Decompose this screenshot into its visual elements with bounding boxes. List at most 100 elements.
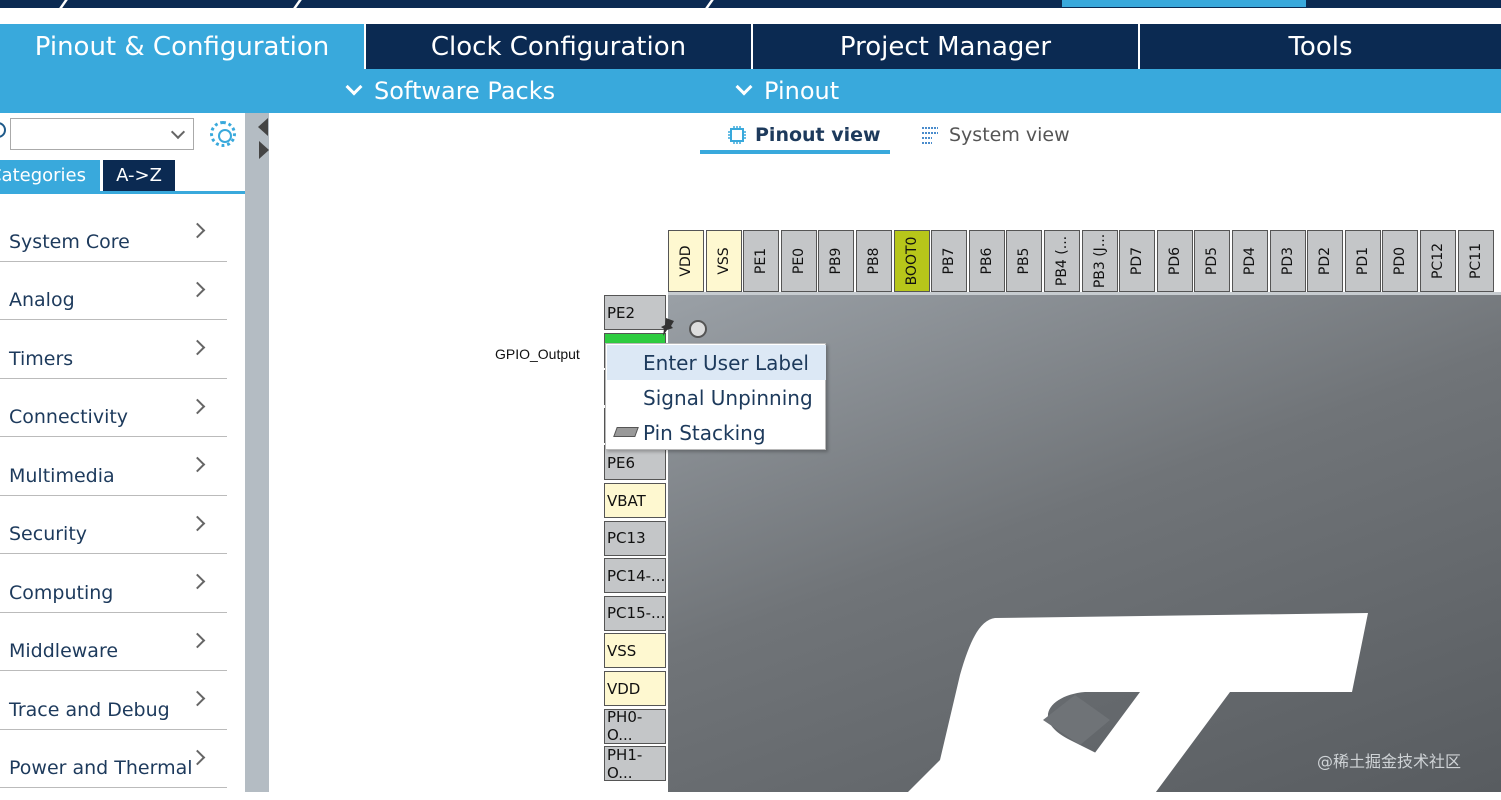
chevron-down-icon[interactable] [170, 124, 186, 140]
top-pin[interactable]: PC11 [1457, 230, 1494, 292]
category-system-core[interactable]: System Core [0, 203, 227, 262]
gear-icon[interactable] [210, 121, 236, 147]
pin-label: PB3 (J... [1091, 233, 1108, 289]
pin-label: PD4 [1242, 246, 1258, 276]
category-label: Power and Thermal [9, 757, 193, 779]
search-icon[interactable] [0, 122, 6, 138]
pin-label: PE1 [753, 247, 770, 275]
top-pin[interactable]: PC12 [1420, 230, 1456, 292]
search-combobox[interactable] [10, 118, 194, 150]
top-pin[interactable]: VSS [705, 230, 742, 292]
left-pin[interactable]: VSS [604, 633, 666, 669]
software-packs-menu[interactable]: Software Packs [345, 69, 556, 113]
chevron-right-icon [189, 222, 206, 239]
categories-sidebar: Categories A->Z System Core Analog Timer… [0, 113, 245, 792]
top-pin[interactable]: PB8 [856, 230, 892, 292]
expand-right-icon[interactable] [259, 141, 269, 159]
software-packs-label: Software Packs [374, 77, 556, 105]
category-trace-and-debug[interactable]: Trace and Debug [0, 671, 227, 730]
top-pin[interactable]: PB3 (J... [1081, 230, 1118, 292]
category-label: Multimedia [9, 464, 115, 487]
menu-item-signal-unpinning[interactable]: Signal Unpinning [643, 385, 813, 410]
category-multimedia[interactable]: Multimedia [0, 437, 227, 496]
tab-tools[interactable]: Tools [1138, 24, 1501, 69]
top-pin[interactable]: PB5 [1006, 230, 1043, 292]
category-computing[interactable]: Computing [0, 554, 227, 613]
top-pin[interactable]: PD1 [1344, 230, 1381, 292]
top-pin[interactable]: PD3 [1269, 230, 1306, 292]
top-pin[interactable]: PD4 [1232, 230, 1268, 292]
category-label: Middleware [9, 640, 119, 662]
left-pin[interactable]: PE6 [604, 445, 666, 481]
category-label: Trace and Debug [9, 698, 170, 721]
top-bar-dark [0, 0, 1501, 8]
chevron-down-icon [345, 78, 363, 96]
panel-splitter[interactable] [245, 113, 269, 792]
top-pin[interactable]: PE1 [743, 230, 780, 292]
top-pin[interactable]: PD2 [1307, 230, 1344, 292]
menu-item-pin-stacking[interactable]: Pin Stacking [607, 415, 826, 450]
top-pin[interactable]: PB9 [818, 230, 855, 292]
category-label: System Core [9, 230, 130, 253]
tab-pinout-configuration[interactable]: Pinout & Configuration [0, 24, 364, 69]
tab-project-manager[interactable]: Project Manager [751, 24, 1138, 69]
top-pin[interactable]: PB7 [931, 230, 968, 292]
pin-label: PD2 [1317, 246, 1334, 276]
pin-label: PB9 [828, 247, 845, 275]
pin-label: PB7 [941, 247, 958, 275]
pin-label: PD6 [1166, 246, 1183, 276]
left-pin[interactable]: VBAT [604, 483, 666, 518]
pin-label: PD1 [1354, 246, 1371, 276]
left-pin[interactable]: PH0-O... [604, 708, 666, 744]
pin-status-circle [689, 320, 707, 338]
left-pin[interactable]: PC13 [604, 520, 666, 556]
main-tabs: Pinout & Configuration Clock Configurati… [0, 24, 1501, 69]
category-power-and-thermal[interactable]: Power and Thermal [0, 730, 227, 788]
pin-label: PB5 [1016, 247, 1033, 275]
st-logo [900, 613, 1368, 800]
category-analog[interactable]: Analog [0, 262, 227, 320]
pin-stacking-label: Pin Stacking [643, 420, 766, 445]
tab-categories[interactable]: Categories [0, 160, 100, 191]
left-pin[interactable]: PE2 [604, 295, 666, 330]
top-pin[interactable]: PB6 [968, 230, 1005, 292]
left-pin[interactable]: PC14-... [604, 558, 666, 594]
top-pin[interactable]: PD7 [1119, 230, 1156, 292]
top-pin[interactable]: PE0 [780, 230, 817, 292]
pin-label: PB6 [978, 247, 995, 275]
top-pin[interactable]: BOOT0 [893, 230, 930, 292]
pin-label: BOOT0 [903, 236, 920, 286]
tab-pinout-view[interactable]: Pinout view [727, 120, 881, 150]
left-pin[interactable]: PH1-O... [604, 746, 666, 782]
pushpin-icon[interactable] [661, 318, 675, 336]
active-view-underline [700, 150, 890, 154]
watermark: @稀土掘金技术社区 [1317, 752, 1462, 771]
chevron-right-icon [189, 515, 206, 531]
top-pin[interactable]: PD6 [1156, 230, 1193, 292]
top-pin[interactable]: PD0 [1382, 230, 1419, 292]
category-label: Connectivity [9, 406, 129, 428]
category-middleware[interactable]: Middleware [0, 613, 227, 671]
category-connectivity[interactable]: Connectivity [0, 379, 227, 437]
tab-a-z[interactable]: A->Z [103, 160, 175, 191]
pin-label: PB4 (... [1054, 235, 1070, 287]
category-timers[interactable]: Timers [0, 320, 227, 379]
pin-label: PD7 [1129, 246, 1146, 276]
pin-label: PC12 [1430, 242, 1446, 280]
sub-menu-bar: Software Packs Pinout [0, 69, 1501, 113]
pin-label: PD0 [1392, 246, 1409, 276]
tab-system-view[interactable]: System view [920, 120, 1070, 150]
chevron-right-icon [189, 281, 206, 297]
pin-context-menu: Enter User Label Signal Unpinning Pin St… [605, 343, 826, 450]
top-pin[interactable]: PB4 (... [1044, 230, 1080, 292]
left-pin[interactable]: VDD [604, 671, 666, 706]
top-pin[interactable]: PD5 [1194, 230, 1231, 292]
tab-clock-configuration[interactable]: Clock Configuration [364, 24, 751, 69]
top-pin[interactable]: VDD [668, 230, 704, 292]
collapse-left-icon[interactable] [258, 118, 268, 136]
pinout-menu[interactable]: Pinout [735, 69, 839, 113]
left-pin[interactable]: PC15-... [604, 595, 666, 631]
category-security[interactable]: Security [0, 496, 227, 554]
chip-rim [668, 292, 1501, 296]
menu-item-enter-user-label[interactable]: Enter User Label [607, 345, 826, 380]
